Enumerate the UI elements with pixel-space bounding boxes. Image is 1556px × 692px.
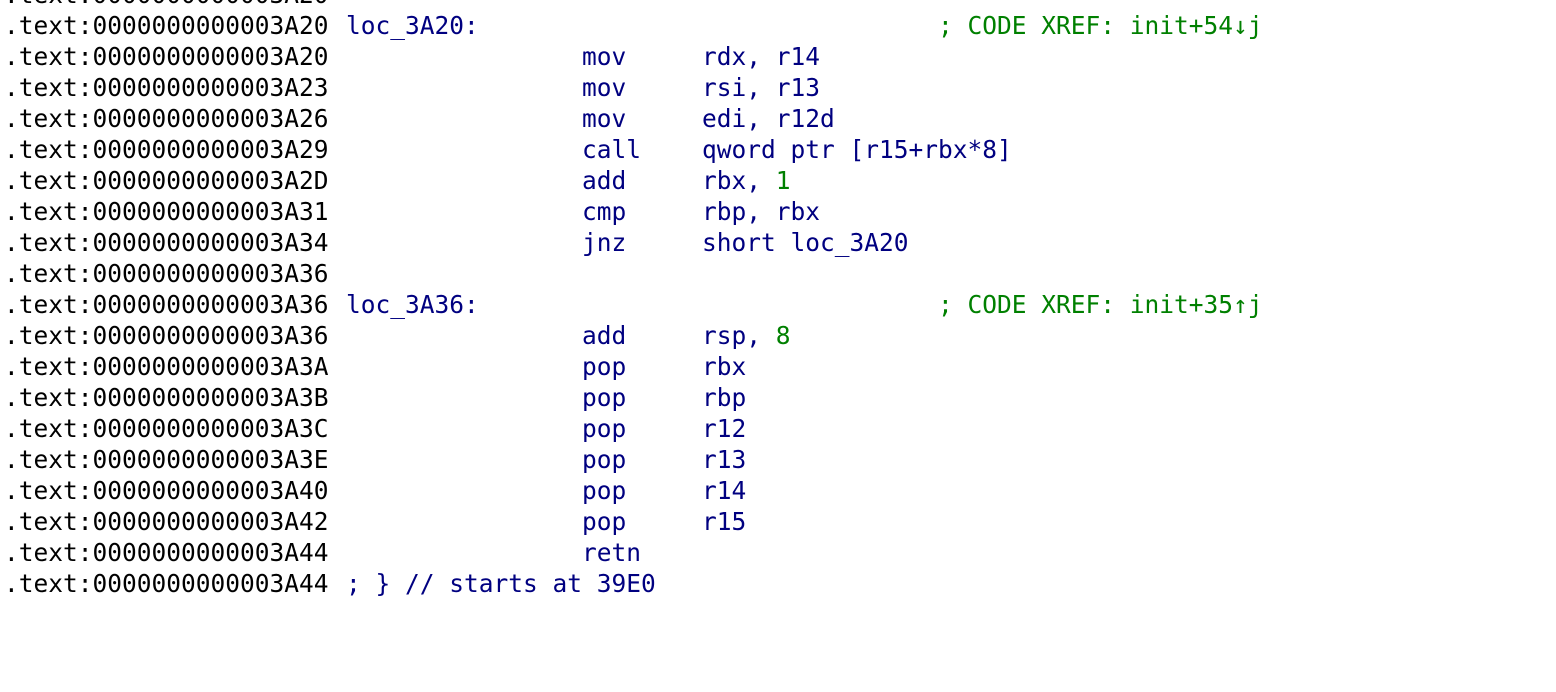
disassembly-listing: .text:0000000000003A20 .text:00000000000… <box>0 0 1556 599</box>
address: .text:0000000000003A23 <box>4 73 329 102</box>
address: .text:0000000000003A40 <box>4 476 329 505</box>
operands: rbx, 1 <box>702 165 791 196</box>
address: .text:0000000000003A31 <box>4 197 329 226</box>
address: .text:0000000000003A2D <box>4 166 329 195</box>
operands: rdx, r14 <box>702 42 821 71</box>
mnemonic: add <box>582 321 627 350</box>
address: .text:0000000000003A3C <box>4 414 329 443</box>
immediate-value: 8 <box>775 321 791 350</box>
xref-comment[interactable]: ; CODE XREF: init+54↓j <box>938 11 1263 40</box>
address: .text:0000000000003A36 <box>4 290 329 319</box>
operand-text: rbx, <box>702 166 776 195</box>
code-label[interactable]: loc_3A36: <box>346 290 479 319</box>
listing-line[interactable]: .text:0000000000003A26 mov edi, r12d <box>0 103 1556 134</box>
mnemonic: cmp <box>582 197 627 226</box>
mnemonic: add <box>582 166 627 195</box>
address: .text:0000000000003A3B <box>4 383 329 412</box>
operand-text: rsp, <box>702 321 776 350</box>
listing-line[interactable]: .text:0000000000003A3E pop r13 <box>0 444 1556 475</box>
operands: r12 <box>702 414 747 443</box>
function-end-comment: ; } // starts at 39E0 <box>346 569 656 598</box>
listing-line[interactable]: .text:0000000000003A40 pop r14 <box>0 475 1556 506</box>
address: .text:0000000000003A44 <box>4 569 329 598</box>
listing-line[interactable]: .text:0000000000003A3A pop rbx <box>0 351 1556 382</box>
listing-line[interactable]: .text:0000000000003A44 ; } // starts at … <box>0 568 1556 599</box>
operands: qword ptr [r15+rbx*8] <box>702 135 1012 164</box>
operands: rsi, r13 <box>702 73 821 102</box>
address: .text:0000000000003A20 <box>4 0 329 10</box>
address: .text:0000000000003A29 <box>4 135 329 164</box>
mnemonic: mov <box>582 73 627 102</box>
operands: rbx <box>702 352 747 381</box>
mnemonic: pop <box>582 476 627 505</box>
mnemonic: pop <box>582 414 627 443</box>
address: .text:0000000000003A26 <box>4 104 329 133</box>
address: .text:0000000000003A36 <box>4 321 329 350</box>
listing-line[interactable]: .text:0000000000003A23 mov rsi, r13 <box>0 72 1556 103</box>
mnemonic: jnz <box>582 228 627 257</box>
xref-comment[interactable]: ; CODE XREF: init+35↑j <box>938 290 1263 319</box>
operands: rbp <box>702 383 747 412</box>
address: .text:0000000000003A3A <box>4 352 329 381</box>
mnemonic: mov <box>582 104 627 133</box>
listing-line[interactable]: .text:0000000000003A36 loc_3A36: ; CODE … <box>0 289 1556 320</box>
listing-line[interactable]: .text:0000000000003A20 <box>0 0 1556 10</box>
code-label[interactable]: loc_3A20: <box>346 11 479 40</box>
operands: r13 <box>702 445 747 474</box>
mnemonic: retn <box>582 538 642 567</box>
listing-line[interactable]: .text:0000000000003A36 <box>0 258 1556 289</box>
operands: r14 <box>702 476 747 505</box>
operands: edi, r12d <box>702 104 835 133</box>
listing-line[interactable]: .text:0000000000003A2D add rbx, 1 <box>0 165 1556 196</box>
address: .text:0000000000003A20 <box>4 11 329 40</box>
mnemonic: pop <box>582 383 627 412</box>
address: .text:0000000000003A36 <box>4 259 329 288</box>
mnemonic: call <box>582 135 642 164</box>
jump-target-operand[interactable]: short loc_3A20 <box>702 228 909 257</box>
listing-line[interactable]: .text:0000000000003A31 cmp rbp, rbx <box>0 196 1556 227</box>
listing-line[interactable]: .text:0000000000003A3B pop rbp <box>0 382 1556 413</box>
listing-line[interactable]: .text:0000000000003A20 mov rdx, r14 <box>0 41 1556 72</box>
address: .text:0000000000003A3E <box>4 445 329 474</box>
listing-line[interactable]: .text:0000000000003A20 loc_3A20: ; CODE … <box>0 10 1556 41</box>
operands: rsp, 8 <box>702 320 791 351</box>
listing-line[interactable]: .text:0000000000003A36 add rsp, 8 <box>0 320 1556 351</box>
listing-line[interactable]: .text:0000000000003A3C pop r12 <box>0 413 1556 444</box>
operands: rbp, rbx <box>702 197 821 226</box>
listing-line[interactable]: .text:0000000000003A42 pop r15 <box>0 506 1556 537</box>
immediate-value: 1 <box>775 166 791 195</box>
address: .text:0000000000003A44 <box>4 538 329 567</box>
listing-line[interactable]: .text:0000000000003A44 retn <box>0 537 1556 568</box>
listing-line[interactable]: .text:0000000000003A34 jnz short loc_3A2… <box>0 227 1556 258</box>
mnemonic: pop <box>582 352 627 381</box>
operands: r15 <box>702 507 747 536</box>
mnemonic: mov <box>582 42 627 71</box>
address: .text:0000000000003A34 <box>4 228 329 257</box>
address: .text:0000000000003A20 <box>4 42 329 71</box>
mnemonic: pop <box>582 507 627 536</box>
listing-line[interactable]: .text:0000000000003A29 call qword ptr [r… <box>0 134 1556 165</box>
address: .text:0000000000003A42 <box>4 507 329 536</box>
mnemonic: pop <box>582 445 627 474</box>
